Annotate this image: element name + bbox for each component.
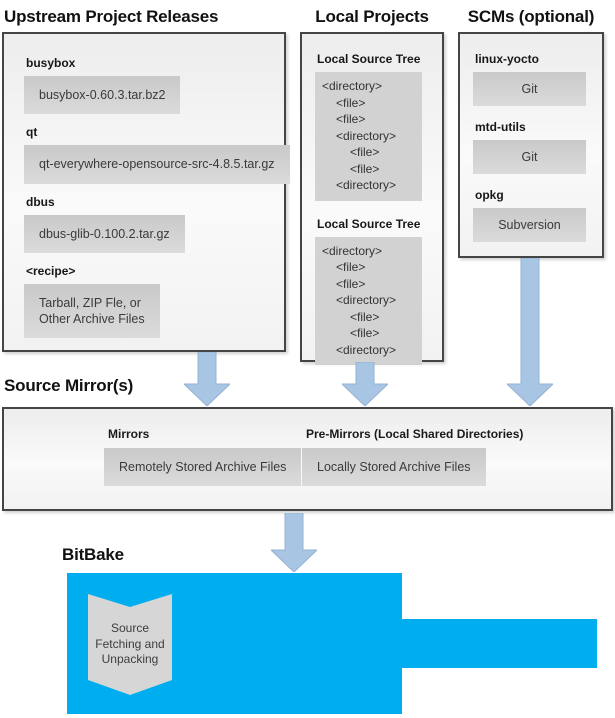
down-arrow-upstream	[184, 352, 230, 406]
pre-mirrors-group: Pre-Mirrors (Local Shared Directories) L…	[302, 427, 523, 497]
archive-file-line: busybox-0.60.3.tar.bz2	[39, 88, 166, 102]
scm-tool-box: Subversion	[473, 208, 586, 242]
scm-package-label: linux-yocto	[475, 52, 540, 66]
tree-entry: <file>	[336, 276, 366, 291]
local-source-tree-label: Local Source Tree	[317, 52, 421, 66]
tree-entry: <directory>	[336, 178, 397, 192]
package-label: qt	[26, 125, 38, 140]
mirrors-group: Mirrors Remotely Stored Archive Files	[104, 427, 302, 497]
source-fetching-line: Source	[110, 621, 149, 636]
tree-entry: <file>	[336, 95, 366, 110]
scm-tool-box: Git	[473, 140, 586, 174]
pre-mirrors-label: Pre-Mirrors (Local Shared Directories)	[306, 427, 524, 441]
remote-archive-text: Remotely Stored Archive Files	[119, 460, 287, 474]
down-arrow-local-projects	[342, 362, 388, 406]
source-mirrors-title: Source Mirror(s)	[4, 376, 134, 395]
archive-file-box: busybox-0.60.3.tar.bz2	[24, 76, 181, 115]
package-label: busybox	[26, 56, 76, 70]
source-mirrors-panel: Mirrors Remotely Stored Archive Files Pr…	[2, 407, 613, 511]
tree-entry: <file>	[336, 112, 366, 126]
bitbake-title: BitBake	[62, 545, 124, 564]
local-archive-text: Locally Stored Archive Files	[317, 460, 471, 474]
package-label: <recipe>	[26, 263, 76, 278]
local-archive-box: Locally Stored Archive Files	[302, 448, 486, 487]
archive-file-line: Tarball, ZIP Fle, or	[39, 295, 141, 310]
source-fetching-line: Fetching and	[95, 636, 165, 651]
source-tree-box: <directory> <file> <file> <directory> <file>…	[315, 72, 422, 201]
tree-entry: <directory>	[322, 79, 383, 93]
upstream-items: busybox busybox-0.60.3.tar.bz2 qt qt-everyw…	[24, 56, 290, 349]
tree-entry: <directory>	[336, 128, 397, 143]
upstream-releases-title: Upstream Project Releases	[4, 7, 219, 26]
tree-entry: <file>	[350, 161, 380, 176]
archive-file-line: qt-everywhere-opensource-src-4.8.5.tar.g…	[39, 157, 275, 172]
tree-entry: <directory>	[336, 293, 397, 307]
tree-entry: <file>	[350, 309, 380, 324]
mirrors-label: Mirrors	[108, 427, 150, 441]
archive-file-line: Other Archive Files	[39, 312, 145, 326]
local-trees: Local Source Tree <directory> <file> <file>…	[315, 52, 442, 365]
package-label: dbus	[26, 194, 55, 209]
archive-file-box: dbus-glib-0.100.2.tar.gz	[24, 214, 185, 253]
source-tree-box: <directory> <file> <file> <directory> <file>…	[315, 236, 422, 365]
local-projects-panel: Local Source Tree <directory> <file> <file>…	[300, 32, 444, 365]
down-arrow-scms	[507, 258, 553, 406]
down-arrow-mirrors	[271, 513, 317, 572]
tree-entry: <directory>	[336, 342, 397, 357]
bitbake-output-bar	[402, 619, 597, 668]
source-fetching-line: Unpacking	[101, 652, 159, 667]
scm-package-label: opkg	[475, 188, 504, 202]
local-projects-title: Local Projects	[315, 7, 429, 26]
archive-file-box: Tarball, ZIP Fle, or Other Archive Files	[24, 283, 160, 339]
scms-title: SCMs (optional)	[467, 7, 595, 26]
remote-archive-box: Remotely Stored Archive Files	[104, 448, 302, 487]
local-source-tree-label: Local Source Tree	[317, 216, 421, 231]
tree-entry: <directory>	[322, 243, 383, 258]
archive-file-line: dbus-glib-0.100.2.tar.gz	[39, 226, 170, 241]
tree-entry: <file>	[336, 260, 366, 274]
scm-package-label: mtd-utils	[475, 120, 526, 134]
tree-entry: <file>	[350, 326, 380, 340]
tree-entry: <file>	[350, 145, 380, 159]
archive-file-box: qt-everywhere-opensource-src-4.8.5.tar.g…	[24, 145, 290, 184]
scm-tool-box: Git	[473, 72, 586, 106]
upstream-releases-panel: busybox busybox-0.60.3.tar.bz2 qt qt-everyw…	[2, 32, 290, 352]
